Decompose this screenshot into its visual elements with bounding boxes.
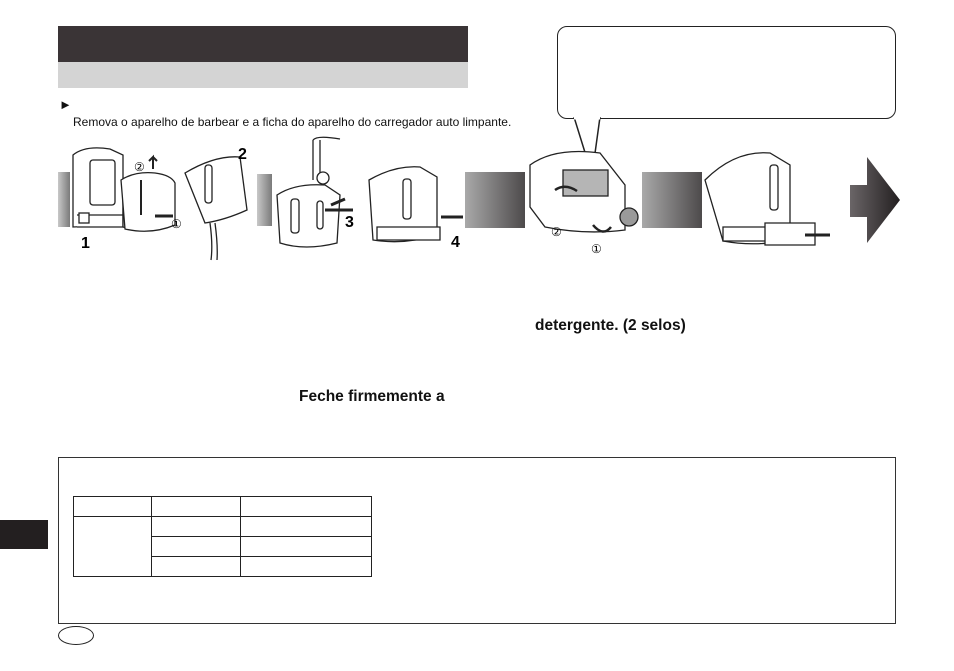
divider-band-1: [58, 172, 70, 227]
circle2-label-a: ②: [134, 160, 145, 174]
spec-table: [73, 496, 372, 577]
note-box: [58, 457, 896, 624]
section-header-bar: [58, 26, 468, 62]
table-cell: [240, 556, 372, 577]
step6-charger-drawing: [704, 152, 816, 246]
table-cell: [151, 536, 241, 557]
table-row: [73, 516, 372, 577]
divider-band-3: [465, 172, 525, 228]
cleaning-steps-illustration: ② ① 1 2 3 4 ② ①: [58, 136, 900, 261]
step2-cartridge-drawing: [184, 156, 248, 261]
section-subheader-bar: [58, 62, 468, 88]
close-firmly-text: Feche firmemente a: [299, 388, 445, 405]
table-cell: [240, 516, 372, 537]
step4-label: 4: [451, 234, 460, 251]
divider-band-2: [257, 174, 272, 226]
step3-label: 3: [345, 214, 354, 231]
detergent-text: detergente. (2 selos): [535, 317, 686, 334]
circle1-label-a: ①: [171, 217, 182, 231]
page-number-oval: [58, 626, 94, 645]
circle2-label-b: ②: [551, 225, 562, 239]
step1-shaver-drawing: [120, 172, 176, 232]
table-cell: [240, 536, 372, 557]
removal-instruction: Remova o aparelho de barbear e a ficha d…: [73, 115, 512, 129]
table-cell: [151, 496, 241, 517]
step1-label: 1: [81, 235, 90, 252]
table-cell: [240, 496, 372, 517]
callout-bubble: [557, 26, 896, 119]
step3-charger-drawing: [276, 136, 341, 248]
divider-band-4: [642, 172, 702, 228]
table-cell: [73, 496, 152, 517]
table-cell: [151, 556, 241, 577]
table-cell: [151, 516, 241, 537]
bullet-arrow-icon: ►: [59, 97, 72, 112]
circle1-label-b: ①: [591, 242, 602, 256]
step2-label: 2: [238, 146, 247, 163]
next-step-arrow-icon: [850, 157, 900, 243]
detergent-seal-drawing: [529, 150, 639, 233]
lift-arrow-icon: [148, 154, 158, 169]
push-arrow-icon: [325, 197, 353, 212]
step4-charger-drawing: [368, 166, 441, 243]
language-side-tab: [0, 520, 48, 549]
table-row: [73, 496, 372, 517]
table-cell-merged: [73, 516, 152, 577]
table-row: [74, 556, 372, 577]
